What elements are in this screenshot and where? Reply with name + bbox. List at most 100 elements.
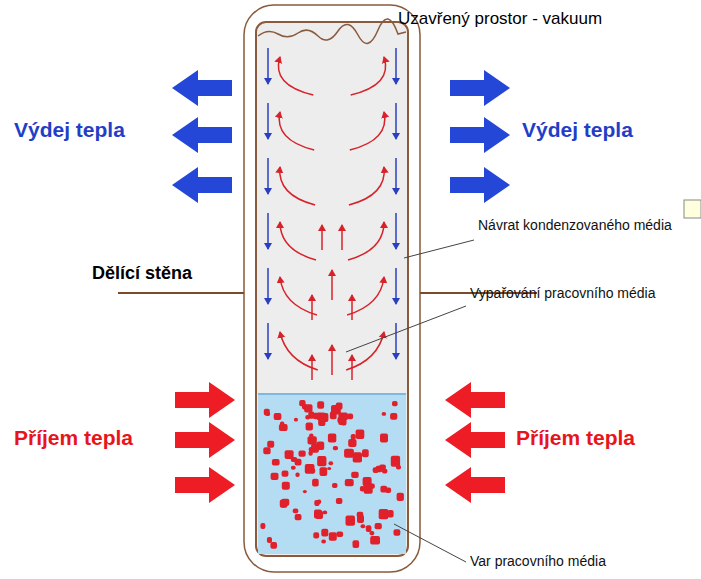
tooltip-fragment xyxy=(684,200,701,218)
callout-label: Var pracovního média xyxy=(470,553,606,569)
bubble xyxy=(380,434,388,443)
flow-arrow xyxy=(395,268,397,304)
flow-arrow xyxy=(349,167,384,205)
bubble xyxy=(379,464,386,470)
bubble xyxy=(320,467,328,476)
bubble xyxy=(321,540,326,544)
liquid-surface xyxy=(258,393,406,395)
bubble xyxy=(282,471,289,477)
bubble xyxy=(348,439,356,447)
flow-arrow xyxy=(321,225,323,250)
bubble xyxy=(370,531,375,535)
bubble xyxy=(357,512,364,518)
bubble xyxy=(321,529,328,537)
bubble xyxy=(317,456,326,466)
bubble xyxy=(295,514,302,520)
inner-tube xyxy=(256,22,408,556)
flow-arrow xyxy=(267,213,269,249)
bubble xyxy=(270,542,277,549)
bubble xyxy=(293,509,299,514)
bubble xyxy=(306,422,313,430)
flow-arrow xyxy=(395,323,397,359)
heat-input-label: Příjem tepla xyxy=(516,426,635,450)
outer-tube xyxy=(244,5,420,572)
wick-top xyxy=(258,19,406,43)
callout-label: Vypařování pracovního média xyxy=(470,285,670,301)
flow-arrow xyxy=(278,57,313,95)
bubble xyxy=(263,447,270,454)
bubble xyxy=(299,450,306,456)
bubble xyxy=(387,510,393,517)
bubble xyxy=(345,479,354,486)
bubble xyxy=(282,482,290,490)
bubble xyxy=(329,532,337,541)
heat-output-label: Výdej tepla xyxy=(522,118,633,142)
bubble xyxy=(311,468,315,473)
bubble xyxy=(351,472,359,478)
bubble xyxy=(313,532,319,538)
bubble xyxy=(329,461,334,465)
bubble xyxy=(353,452,362,462)
bubble xyxy=(312,479,319,487)
bubble xyxy=(313,413,321,420)
flow-arrow xyxy=(267,323,269,359)
bubble xyxy=(391,456,400,467)
bubble xyxy=(305,464,315,474)
bubble xyxy=(351,434,356,440)
bubble xyxy=(311,444,319,453)
bubble xyxy=(336,402,343,409)
bubble xyxy=(366,525,372,532)
bubble xyxy=(333,446,338,450)
bubble xyxy=(291,466,296,470)
bubble xyxy=(305,415,310,420)
bubble xyxy=(323,511,328,515)
flow-arrow xyxy=(311,295,313,320)
bubble xyxy=(303,490,307,493)
bubble xyxy=(317,401,324,409)
bubble xyxy=(274,413,282,420)
bubble xyxy=(295,473,299,477)
flow-arrow xyxy=(351,355,353,380)
bubble xyxy=(328,434,336,443)
bubble xyxy=(291,457,297,462)
bubble xyxy=(314,500,319,506)
bubble xyxy=(382,412,387,416)
flow-arrow xyxy=(331,345,333,375)
title-label: Uzavřený prostor - vakuum xyxy=(398,9,602,29)
flow-arrow xyxy=(395,103,397,139)
heat-output-label: Výdej tepla xyxy=(14,118,125,142)
bubble xyxy=(271,473,279,480)
bubble xyxy=(375,523,382,529)
flow-arrow xyxy=(280,167,315,205)
wall-label: Dělící stěna xyxy=(92,263,192,284)
flow-arrow xyxy=(331,270,333,300)
flow-arrow xyxy=(267,268,269,304)
leader-line xyxy=(404,240,474,258)
flow-arrow xyxy=(350,112,385,150)
dividing-wall xyxy=(118,292,244,294)
heat-output-arrows xyxy=(172,70,510,203)
flow-arrow xyxy=(395,158,397,194)
bubble xyxy=(304,404,312,412)
flow-arrow xyxy=(280,222,316,260)
bubble xyxy=(264,409,270,416)
bubble xyxy=(347,413,353,419)
bubble xyxy=(280,500,288,508)
bubble xyxy=(336,498,343,504)
bubble xyxy=(362,449,369,457)
flow-arrow xyxy=(348,222,384,260)
flow-arrows xyxy=(268,48,396,380)
bubble xyxy=(260,523,265,529)
bubble xyxy=(361,524,366,528)
flow-arrow xyxy=(341,225,343,250)
bubble xyxy=(346,515,356,525)
heat-input-label: Příjem tepla xyxy=(14,426,133,450)
flow-arrow xyxy=(267,103,269,139)
bubble xyxy=(267,537,272,543)
bubble xyxy=(394,529,401,536)
bubble xyxy=(272,459,280,466)
bubble xyxy=(356,429,365,439)
bubble xyxy=(338,418,345,425)
bubble xyxy=(327,467,331,470)
flow-arrow xyxy=(267,158,269,194)
